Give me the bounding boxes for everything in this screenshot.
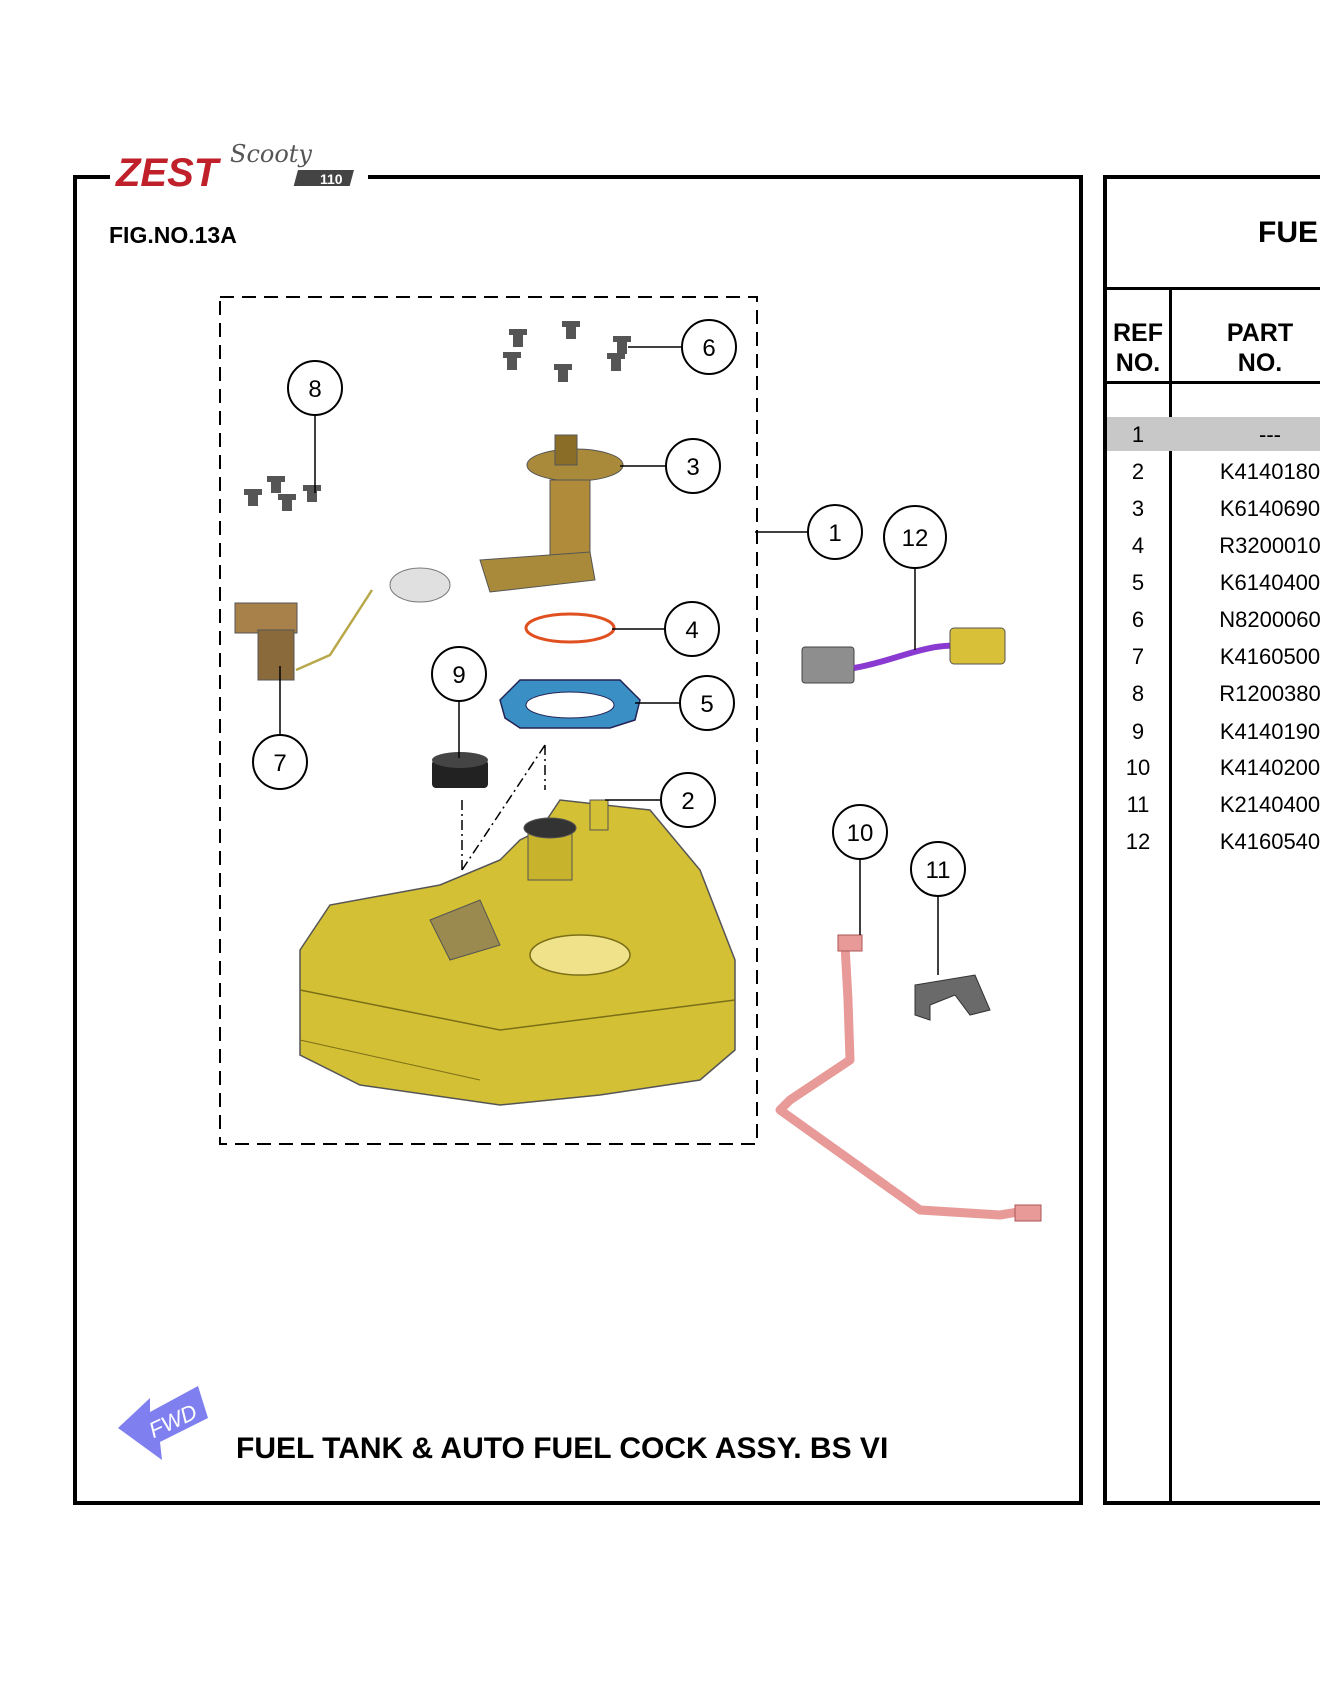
callout-7: 7	[252, 734, 308, 790]
breather-hose	[775, 934, 1042, 1222]
exploded-parts-diagram: 1 2 3 4 5 6 7 8 9 10 11 12	[219, 296, 1042, 1222]
table-row: 1 ---	[1107, 417, 1320, 451]
ref-cell: 11	[1126, 792, 1150, 817]
svg-text:3: 3	[686, 454, 699, 481]
part-cell: K6140400	[1219, 570, 1320, 595]
fwd-direction-arrow: FWD	[110, 1378, 210, 1478]
table-row: 9 K4140190	[1107, 714, 1320, 748]
callout-9: 9	[431, 646, 487, 702]
fwd-arrow-icon: FWD	[118, 1386, 208, 1460]
callout-12: 12	[883, 505, 947, 569]
zest-logo: ZEST Scooty 110	[110, 140, 368, 195]
assembly-boundary	[219, 296, 758, 1145]
table-row: 10 K4140200	[1107, 750, 1320, 784]
table-row: 6 N8200060	[1107, 602, 1320, 636]
table-row: 7 K4160500	[1107, 639, 1320, 673]
svg-text:10: 10	[847, 820, 874, 847]
svg-text:7: 7	[273, 750, 286, 777]
callout-2: 2	[660, 772, 716, 828]
logo-brand-text: ZEST	[115, 151, 222, 194]
pump-gasket	[499, 679, 641, 729]
svg-text:8: 8	[308, 376, 321, 403]
logo-model-suffix: 110	[320, 171, 343, 187]
o-ring	[524, 612, 616, 644]
figure-number: FIG.NO.13A	[109, 222, 237, 248]
part-cell: K4160540	[1219, 829, 1320, 854]
ref-cell: 10	[1125, 755, 1151, 780]
sender-screws	[244, 476, 321, 511]
svg-text:5: 5	[700, 691, 713, 718]
ref-cell: 4	[1131, 533, 1145, 558]
callout-6: 6	[681, 319, 737, 375]
table-header-bottom-rule	[1103, 381, 1320, 384]
table-row: 4 R3200010	[1107, 528, 1320, 562]
svg-text:9: 9	[452, 662, 465, 689]
leader-lines	[279, 346, 939, 975]
part-cell: K4140190	[1219, 719, 1320, 744]
part-cell: K4140200	[1219, 755, 1320, 780]
svg-text:1: 1	[828, 520, 841, 547]
table-header-top-rule	[1103, 287, 1320, 290]
part-cell: ---	[1259, 422, 1281, 447]
assembly-lines	[461, 744, 546, 871]
fuel-tank	[299, 799, 736, 1106]
ref-cell: 12	[1125, 829, 1151, 854]
part-cell: K2140400	[1219, 792, 1320, 817]
table-row: 12 K4160540	[1107, 824, 1320, 858]
svg-text:12: 12	[902, 525, 929, 552]
logo-sub-text: Scooty	[230, 140, 312, 168]
parts-table-frame	[1103, 175, 1320, 1505]
table-row: 3 K6140690	[1107, 491, 1320, 525]
ref-cell: 8	[1131, 681, 1145, 706]
table-row: 2 K4140180	[1107, 454, 1320, 488]
filler-cap	[432, 752, 488, 788]
pump-bolts	[503, 321, 631, 382]
part-cell: K6140690	[1219, 496, 1320, 521]
table-row: 11 K2140400	[1107, 787, 1320, 821]
part-cell: N8200060	[1219, 607, 1320, 632]
part-cell: K4140180	[1219, 459, 1320, 484]
table-title: FUE	[1258, 216, 1318, 249]
part-cell: R3200010	[1219, 533, 1320, 558]
ref-cell: 9	[1131, 719, 1145, 744]
ref-cell: 1	[1131, 422, 1145, 447]
fuel-pump	[479, 434, 624, 593]
callout-10: 10	[832, 804, 888, 860]
svg-text:11: 11	[926, 857, 951, 884]
callout-1: 1	[807, 504, 863, 560]
ref-cell: 2	[1131, 459, 1145, 484]
ref-cell: 5	[1131, 570, 1145, 595]
table-column-divider	[1169, 288, 1172, 1505]
logo-graphic: ZEST Scooty 110	[115, 140, 354, 195]
callout-11: 11	[910, 841, 966, 897]
callout-5: 5	[679, 675, 735, 731]
fuel-level-sender	[234, 567, 451, 681]
hose-clip	[914, 974, 991, 1021]
callout-4: 4	[664, 601, 720, 657]
ref-cell: 6	[1131, 607, 1145, 632]
callout-8: 8	[287, 360, 343, 416]
part-cell: K4160500	[1219, 644, 1320, 669]
svg-text:6: 6	[702, 335, 715, 362]
figure-frame	[73, 175, 1083, 1505]
table-row: 8 R1200380	[1107, 676, 1320, 710]
wire-harness	[801, 627, 1006, 684]
figure-title: FUEL TANK & AUTO FUEL COCK ASSY. BS VI	[236, 1432, 889, 1465]
svg-text:4: 4	[685, 617, 698, 644]
ref-cell: 7	[1131, 644, 1145, 669]
table-row: 5 K6140400	[1107, 565, 1320, 599]
part-cell: R1200380	[1219, 681, 1320, 706]
ref-cell: 3	[1131, 496, 1145, 521]
callout-3: 3	[665, 438, 721, 494]
svg-text:2: 2	[681, 788, 694, 815]
